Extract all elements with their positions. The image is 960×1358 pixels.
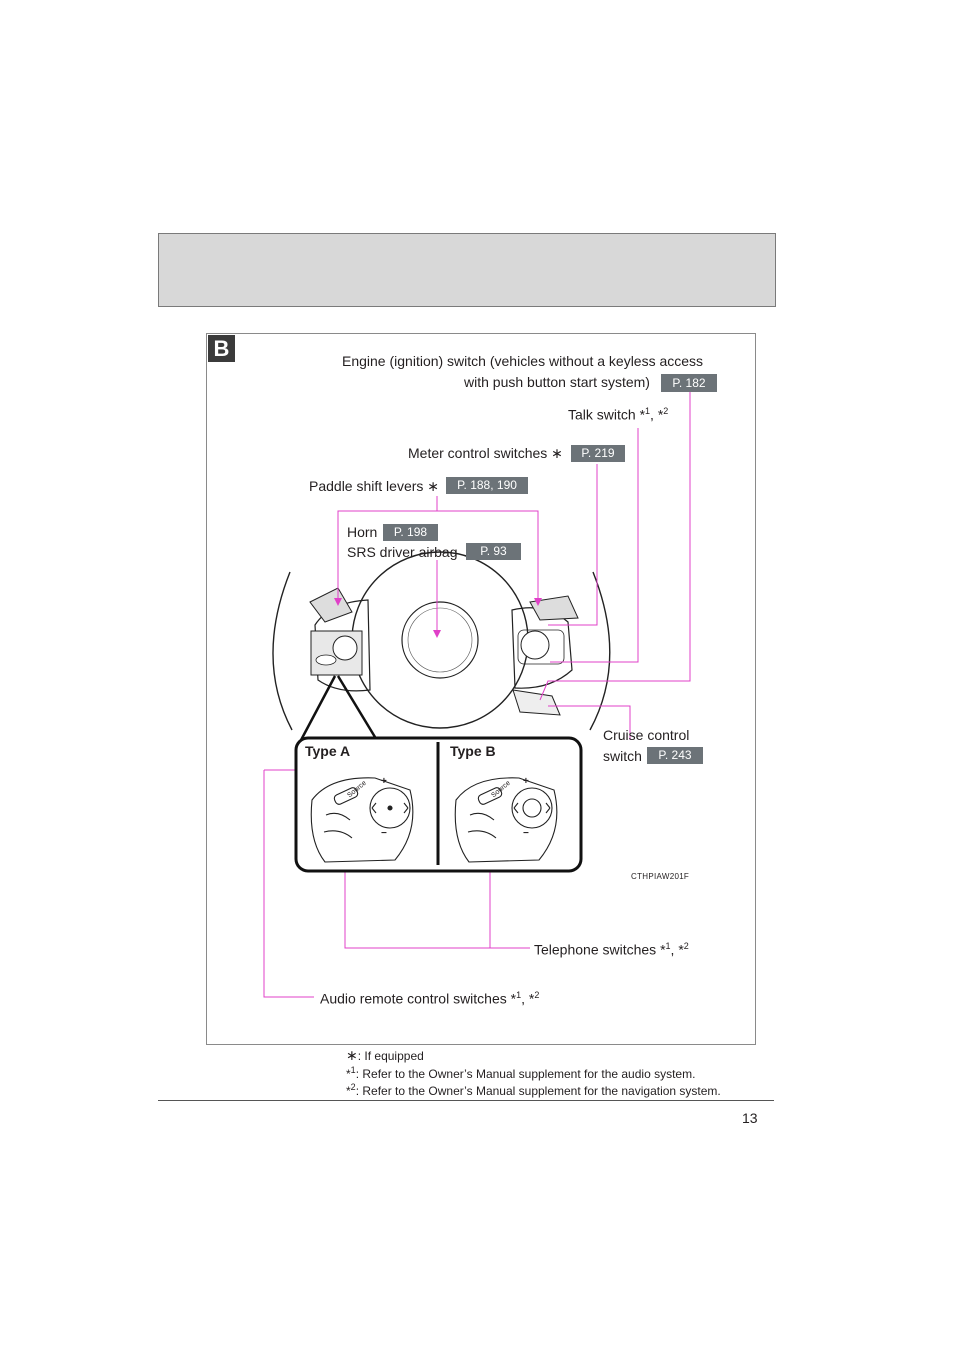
callout-engine (539, 392, 691, 701)
callout-meter (548, 464, 598, 626)
left-paddle (309, 587, 353, 623)
right-switch-dial (520, 630, 550, 660)
typeB-vol-up-icon: + (523, 776, 529, 787)
talk-switch-label: Talk switch *1, *2 (568, 406, 669, 423)
meter-switches-label: Meter control switches ∗ (408, 445, 563, 461)
cruise-lever (512, 689, 561, 716)
meter-switches-page-ref[interactable]: P. 219 (571, 445, 625, 462)
typeA-vol-up-icon: + (381, 776, 387, 787)
audio-remote-label: Audio remote control switches *1, *2 (320, 990, 540, 1007)
figure-code: CTHPIAW201F (631, 872, 690, 881)
hub-outer (351, 551, 529, 729)
section-badge: B (208, 335, 235, 362)
hub-inner-ring (407, 607, 473, 673)
paddle-shift-page-ref[interactable]: P. 188, 190 (446, 477, 528, 494)
typeB-vol-down-icon: − (523, 828, 529, 839)
cruise-control-label-line2: switch (603, 748, 642, 764)
bottom-rule (158, 1100, 774, 1101)
callout-telephone (344, 862, 530, 949)
typeA-switch (310, 777, 414, 863)
type-b-label: Type B (450, 743, 496, 759)
typeA-vol-down-icon: − (381, 828, 387, 839)
cruise-control-label-line1: Cruise control (603, 727, 690, 743)
wheel-rim-left (272, 571, 293, 731)
typeB-switch (454, 777, 558, 863)
callout-cruise (548, 705, 631, 740)
figure-frame (206, 333, 756, 1045)
horn-page-ref[interactable]: P. 198 (383, 524, 438, 541)
right-paddle (529, 595, 579, 621)
engine-switch-label-line2: with push button start system) (464, 374, 650, 390)
hub-inner (401, 601, 479, 679)
engine-switch-label-line1: Engine (ignition) switch (vehicles witho… (342, 353, 704, 369)
page-number: 13 (742, 1110, 758, 1126)
srs-airbag-page-ref[interactable]: P. 93 (466, 543, 521, 560)
callout-paddle (337, 496, 438, 598)
srs-airbag-label: SRS driver airbag (347, 544, 458, 560)
footnote-audio: *1: Refer to the Owner’s Manual suppleme… (346, 1065, 696, 1081)
type-a-label: Type A (305, 743, 351, 759)
zoom-pointer (298, 675, 380, 743)
wheel-rim-right (589, 571, 611, 731)
cruise-control-page-ref[interactable]: P. 243 (647, 747, 703, 764)
callout-talk (550, 428, 639, 663)
horn-label: Horn (347, 524, 378, 540)
telephone-switches-label: Telephone switches *1, *2 (534, 941, 689, 958)
callout-audio (263, 770, 314, 998)
engine-switch-page-ref[interactable]: P. 182 (661, 374, 717, 392)
footnote-if-equipped: ∗: If equipped (346, 1047, 424, 1063)
callout-paddle-right (437, 510, 539, 598)
footnote-navigation: *2: Refer to the Owner’s Manual suppleme… (346, 1082, 721, 1098)
header-band (158, 233, 776, 307)
paddle-shift-label: Paddle shift levers ∗ (309, 478, 440, 494)
